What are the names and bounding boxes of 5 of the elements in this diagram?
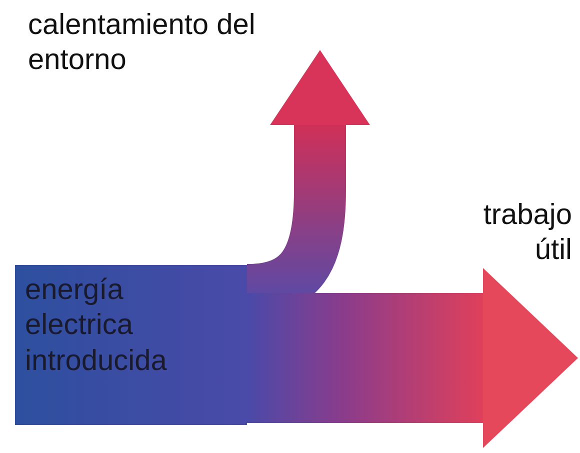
node-label: energía electrica introducida: [25, 273, 168, 379]
output-label: trabajo útil: [450, 198, 572, 269]
input-energy-block: [15, 265, 247, 425]
flow-arrow: [247, 268, 578, 448]
output-label: calentamiento del entorno: [28, 8, 268, 79]
